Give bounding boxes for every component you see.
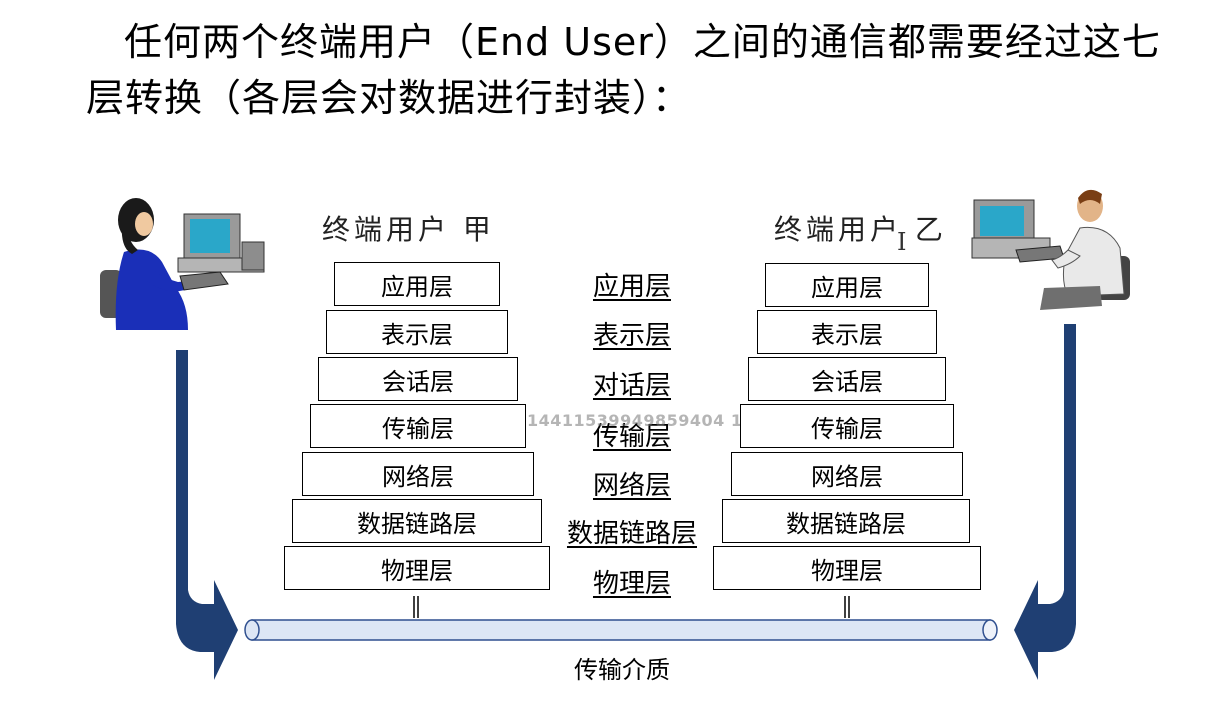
right-layer: 传输层 bbox=[740, 404, 954, 448]
left-layer: 网络层 bbox=[302, 452, 534, 496]
right-connector bbox=[844, 596, 850, 618]
left-down-arrow bbox=[176, 350, 238, 680]
right-layer: 网络层 bbox=[731, 452, 963, 496]
text-cursor-icon: I bbox=[897, 228, 907, 256]
left-layer: 传输层 bbox=[310, 404, 526, 448]
middle-layer-label: 数据链路层 bbox=[566, 519, 697, 549]
left-layer: 表示层 bbox=[326, 310, 508, 354]
female-user-icon bbox=[100, 198, 265, 330]
right-layer: 应用层 bbox=[765, 263, 929, 307]
slide-title: 任何两个终端用户（End User）之间的通信都需要经过这七层转换（各层会对数据… bbox=[86, 20, 1161, 120]
transmission-medium-label: 传输介质 bbox=[574, 656, 670, 684]
right-layer: 表示层 bbox=[757, 310, 937, 354]
middle-layer-label: 网络层 bbox=[592, 471, 671, 501]
transmission-pipe bbox=[244, 619, 998, 641]
middle-layer-label: 应用层 bbox=[592, 272, 671, 302]
left-layer: 数据链路层 bbox=[292, 499, 542, 543]
middle-layer-label: 传输层 bbox=[592, 422, 671, 452]
left-layer: 应用层 bbox=[334, 262, 500, 306]
left-user-label: 终端用户 甲 bbox=[322, 213, 495, 246]
middle-layer-label: 对话层 bbox=[592, 371, 671, 401]
left-connector bbox=[413, 596, 419, 618]
left-layer: 会话层 bbox=[318, 357, 518, 401]
middle-layer-label: 物理层 bbox=[592, 569, 671, 599]
watermark: 14411539949859404 1 bbox=[527, 411, 743, 430]
left-layer: 物理层 bbox=[284, 546, 550, 590]
right-layer: 会话层 bbox=[748, 357, 946, 401]
middle-layer-label: 表示层 bbox=[592, 321, 671, 351]
right-user-label: 终端用户 乙 bbox=[774, 213, 947, 246]
right-layer: 数据链路层 bbox=[722, 499, 970, 543]
right-layer: 物理层 bbox=[713, 546, 981, 590]
right-down-arrow bbox=[1014, 324, 1076, 680]
male-user-icon bbox=[971, 189, 1130, 310]
